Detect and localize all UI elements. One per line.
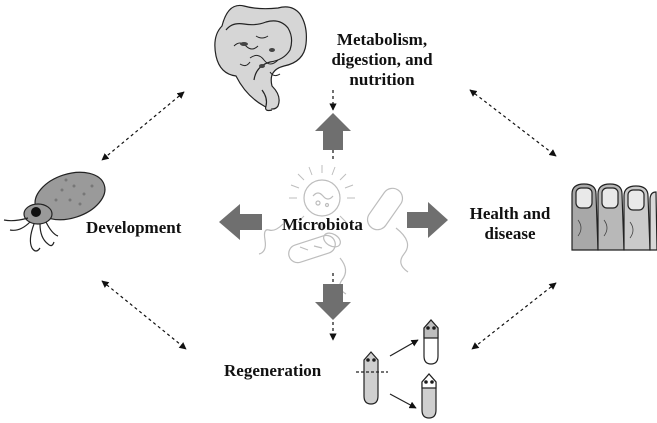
center-arrows [219,113,448,320]
dashed-connections [101,89,557,350]
link-development-regeneration [101,280,187,350]
planarian-icon [356,319,439,419]
fingers-icon [571,183,657,251]
development-label: Development [86,218,182,237]
microbiota-label: Microbiota [282,215,363,234]
squid-icon [3,171,106,252]
arrow-down [315,284,351,320]
intestine-icon [214,4,307,112]
metabolism-label: Metabolism, digestion, and nutrition [331,30,433,89]
regeneration-label: Regeneration [224,361,322,380]
health-label: Health and disease [469,204,551,243]
arrow-up [315,113,351,150]
link-health-regeneration [471,282,557,350]
arrow-left [219,204,262,240]
arrow-right [407,202,448,238]
link-metabolism-development [101,91,185,161]
link-metabolism-health [469,89,557,157]
